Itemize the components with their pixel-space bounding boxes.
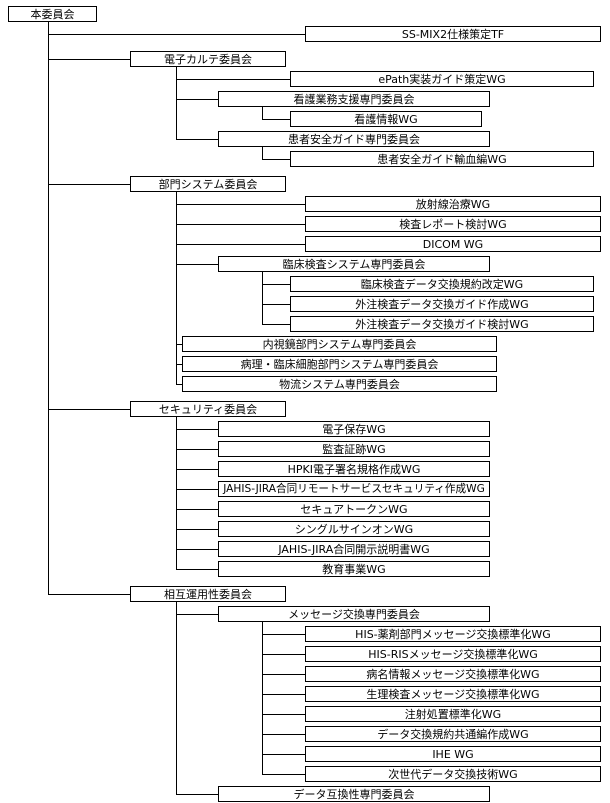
org-chart-node: 監査証跡WG	[218, 441, 490, 457]
connector-hline	[176, 489, 218, 490]
connector-vline	[176, 602, 177, 795]
org-chart-node: HIS-薬剤部門メッセージ交換標準化WG	[305, 626, 601, 642]
org-chart-node: 臨床検査データ交換規約改定WG	[290, 276, 594, 292]
org-chart-node: セキュアトークンWG	[218, 501, 490, 517]
org-chart-node: 教育事業WG	[218, 561, 490, 577]
connector-hline	[262, 694, 305, 695]
connector-hline	[262, 714, 305, 715]
org-chart-node: ePath実装ガイド策定WG	[290, 71, 594, 87]
org-chart-node: HPKI電子署名規格作成WG	[218, 461, 490, 477]
connector-hline	[176, 384, 182, 385]
connector-hline	[176, 509, 218, 510]
org-chart-node: 生理検査メッセージ交換標準化WG	[305, 686, 601, 702]
connector-hline	[48, 59, 130, 60]
connector-hline	[48, 34, 305, 35]
org-chart-node: 外注検査データ交換ガイド作成WG	[290, 296, 594, 312]
org-chart-node: 部門システム委員会	[130, 176, 286, 192]
org-chart-node: セキュリティ委員会	[130, 401, 286, 417]
org-chart-node: 電子カルテ委員会	[130, 51, 286, 67]
org-chart-node: 病名情報メッセージ交換標準化WG	[305, 666, 601, 682]
connector-hline	[262, 734, 305, 735]
connector-hline	[262, 754, 305, 755]
org-chart-node: 相互運用性委員会	[130, 586, 286, 602]
org-chart-node: SS-MIX2仕様策定TF	[305, 26, 601, 42]
connector-hline	[262, 304, 290, 305]
org-chart-node: データ交換規約共通編作成WG	[305, 726, 601, 742]
connector-hline	[176, 344, 182, 345]
connector-hline	[262, 774, 305, 775]
org-chart-node: 電子保存WG	[218, 421, 490, 437]
connector-hline	[48, 594, 130, 595]
connector-hline	[176, 224, 305, 225]
connector-hline	[176, 364, 182, 365]
connector-hline	[262, 654, 305, 655]
org-chart-node: 外注検査データ交換ガイド検討WG	[290, 316, 594, 332]
org-chart-node: 次世代データ交換技術WG	[305, 766, 601, 782]
org-chart-node: 物流システム専門委員会	[182, 376, 497, 392]
org-chart-node: 内視鏡部門システム専門委員会	[182, 336, 497, 352]
connector-vline	[262, 107, 263, 120]
connector-hline	[176, 429, 218, 430]
connector-hline	[176, 99, 218, 100]
connector-hline	[176, 244, 305, 245]
org-chart-node: 患者安全ガイド専門委員会	[218, 131, 490, 147]
org-chart-root-node: 本委員会	[8, 6, 97, 22]
org-chart-node: 患者安全ガイド輸血編WG	[290, 151, 594, 167]
connector-hline	[176, 449, 218, 450]
org-chart-node: データ互換性専門委員会	[218, 786, 490, 802]
connector-vline	[176, 417, 177, 570]
org-chart-node: IHE WG	[305, 746, 601, 762]
connector-vline	[262, 622, 263, 775]
connector-vline	[262, 147, 263, 160]
connector-hline	[176, 549, 218, 550]
connector-hline	[176, 569, 218, 570]
connector-hline	[176, 614, 218, 615]
org-chart-node: メッセージ交換専門委員会	[218, 606, 490, 622]
org-chart-node: シングルサインオンWG	[218, 521, 490, 537]
org-chart-node: 放射線治療WG	[305, 196, 601, 212]
connector-vline	[48, 22, 49, 595]
connector-vline	[262, 272, 263, 325]
connector-hline	[176, 469, 218, 470]
connector-hline	[262, 119, 290, 120]
connector-hline	[262, 674, 305, 675]
org-chart-node: 注射処置標準化WG	[305, 706, 601, 722]
connector-hline	[176, 139, 218, 140]
connector-hline	[176, 529, 218, 530]
connector-hline	[262, 324, 290, 325]
connector-hline	[262, 159, 290, 160]
connector-hline	[262, 284, 290, 285]
connector-hline	[176, 264, 218, 265]
connector-hline	[262, 634, 305, 635]
connector-hline	[48, 409, 130, 410]
org-chart-node: 病理・臨床細胞部門システム専門委員会	[182, 356, 497, 372]
connector-hline	[176, 794, 218, 795]
org-chart-node: JAHIS-JIRA合同リモートサービスセキュリティ作成WG	[218, 481, 490, 497]
connector-hline	[176, 204, 305, 205]
org-chart-node: JAHIS-JIRA合同開示説明書WG	[218, 541, 490, 557]
org-chart-node: DICOM WG	[305, 236, 601, 252]
org-chart-node: 臨床検査システム専門委員会	[218, 256, 490, 272]
connector-hline	[48, 184, 130, 185]
org-chart-node: 検査レポート検討WG	[305, 216, 601, 232]
org-chart-node: HIS-RISメッセージ交換標準化WG	[305, 646, 601, 662]
org-chart-node: 看護情報WG	[290, 111, 482, 127]
connector-vline	[176, 67, 177, 140]
org-chart-node: 看護業務支援専門委員会	[218, 91, 490, 107]
connector-vline	[176, 192, 177, 385]
connector-hline	[176, 79, 290, 80]
